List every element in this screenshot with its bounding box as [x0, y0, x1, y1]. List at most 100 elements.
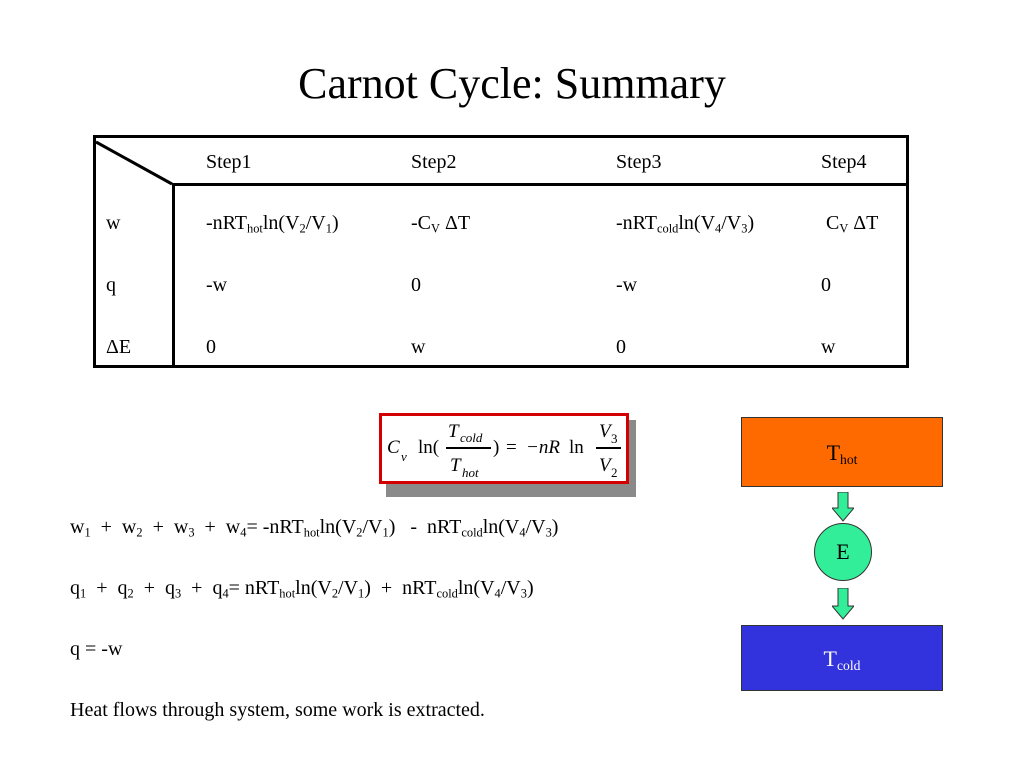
text-segment: w	[70, 516, 85, 538]
q-equals-minus-w-line: q = -w	[70, 638, 123, 660]
cell-w-step2: -CV ΔT	[411, 211, 470, 235]
text-segment: )	[526, 577, 534, 599]
text-segment: + w	[90, 516, 137, 538]
eq-equals: =	[506, 437, 517, 458]
subscript: 2	[136, 525, 143, 540]
text-segment: -nRT	[206, 212, 248, 234]
cell-q-step2: 0	[411, 273, 421, 297]
subscript: V	[431, 221, 440, 236]
subscript: 3	[174, 586, 182, 601]
eq-v2: V	[599, 455, 611, 476]
subscript: 1	[382, 525, 389, 540]
equation-box: C v ln( T cold T hot ) = −nR ln V 3 V 2	[379, 413, 629, 484]
eq-cv-sub: v	[401, 449, 407, 464]
eq-paren-close: )	[493, 437, 500, 458]
eq-v3: V	[599, 421, 611, 442]
text-segment: ln(V	[482, 516, 520, 538]
text-segment: ln(V	[262, 212, 300, 234]
text-segment: /V	[305, 212, 326, 234]
eq-t-hot-sub: hot	[462, 465, 479, 480]
subscript: cold	[461, 525, 483, 540]
text-segment: w	[411, 336, 426, 358]
eq-fraction-bar-2	[596, 447, 621, 449]
subscript: 3	[520, 586, 527, 601]
text-segment: )	[747, 212, 755, 234]
text-segment: C	[821, 212, 840, 234]
cold-reservoir-sub: cold	[836, 657, 861, 673]
subscript: cold	[436, 586, 458, 601]
eq-cv: C	[387, 437, 400, 458]
cell-w-step4: CV ΔT	[821, 211, 878, 235]
text-segment: /V	[362, 516, 383, 538]
subscript: 2	[331, 586, 339, 601]
table-vertical-divider	[172, 183, 175, 368]
text-segment: q	[70, 577, 80, 599]
text-segment: -w	[206, 274, 228, 296]
eq-t-cold-sub: cold	[460, 430, 483, 445]
cell-q-step1: -w	[206, 273, 227, 297]
cold-reservoir: Tcold	[741, 625, 943, 691]
text-segment: ln(V	[295, 577, 332, 599]
text-segment: ln(V	[319, 516, 357, 538]
subscript: hot	[303, 525, 320, 540]
heat-sum-line: q1 + q2 + q3 + q4= nRThotln(V2/V1) + nRT…	[70, 576, 534, 600]
text-segment: ln(V	[457, 577, 495, 599]
text-segment: )	[331, 212, 339, 234]
text-segment: 0	[411, 274, 421, 296]
cold-reservoir-label: T	[823, 646, 837, 671]
text-segment: /V	[525, 516, 546, 538]
down-arrow-icon	[832, 492, 854, 522]
text-segment: ΔT	[848, 212, 879, 234]
cell-q-step3: -w	[616, 273, 637, 297]
hot-reservoir-label: T	[826, 440, 841, 465]
text-segment: ln(V	[678, 212, 716, 234]
conclusion-text: Heat flows through system, some work is …	[70, 699, 485, 721]
subscript: 3	[741, 221, 748, 236]
hot-reservoir-sub: hot	[840, 451, 858, 467]
subscript: 1	[84, 525, 91, 540]
subscript: 1	[325, 221, 332, 236]
subscript: 2	[299, 221, 306, 236]
column-header-step1: Step1	[206, 151, 252, 173]
work-sum-line: w1 + w2 + w3 + w4= -nRThotln(V2/V1) - nR…	[70, 515, 558, 539]
subscript: hot	[279, 586, 296, 601]
column-header-step2: Step2	[411, 151, 457, 173]
cell-e-step3: 0	[616, 335, 626, 359]
text-segment: )	[551, 516, 559, 538]
hot-reservoir: Thot	[741, 417, 943, 487]
subscript: 3	[188, 525, 195, 540]
row-label-delta-e: ΔE	[106, 336, 132, 358]
text-segment: /V	[338, 577, 359, 599]
eq-neg-nr: −nR	[526, 437, 560, 458]
cell-q-step4: 0	[821, 273, 831, 297]
subscript: hot	[247, 221, 263, 236]
text-segment: + q	[181, 577, 223, 599]
column-header-step3: Step3	[616, 151, 662, 173]
subscript: 1	[358, 586, 365, 601]
text-segment: ΔT	[439, 212, 471, 234]
cell-e-step1: 0	[206, 335, 216, 359]
cell-e-step2: w	[411, 335, 425, 359]
row-label-w: w	[106, 212, 121, 234]
text-segment: = -nRT	[246, 516, 304, 538]
text-segment: + w	[142, 516, 189, 538]
text-segment: + q	[86, 577, 128, 599]
eq-ln-2: ln	[569, 437, 584, 458]
eq-ln-open: ln(	[418, 437, 440, 458]
text-segment: -C	[411, 212, 431, 234]
subscript: 2	[356, 525, 363, 540]
row-label-q: q	[106, 274, 116, 296]
subscript: 2	[127, 586, 134, 601]
engine-circle: E	[814, 523, 872, 581]
subscript: 4	[240, 525, 247, 540]
text-segment: ) + nRT	[364, 577, 437, 599]
column-header-step4: Step4	[821, 151, 867, 173]
subscript: 4	[494, 586, 501, 601]
eq-v3-sub: 3	[611, 431, 618, 446]
subscript: 3	[545, 525, 552, 540]
subscript: 4	[519, 525, 526, 540]
subscript: 4	[715, 221, 722, 236]
text-segment: 0	[206, 336, 216, 358]
table-horizontal-divider	[172, 183, 909, 186]
text-segment: -nRT	[616, 212, 658, 234]
